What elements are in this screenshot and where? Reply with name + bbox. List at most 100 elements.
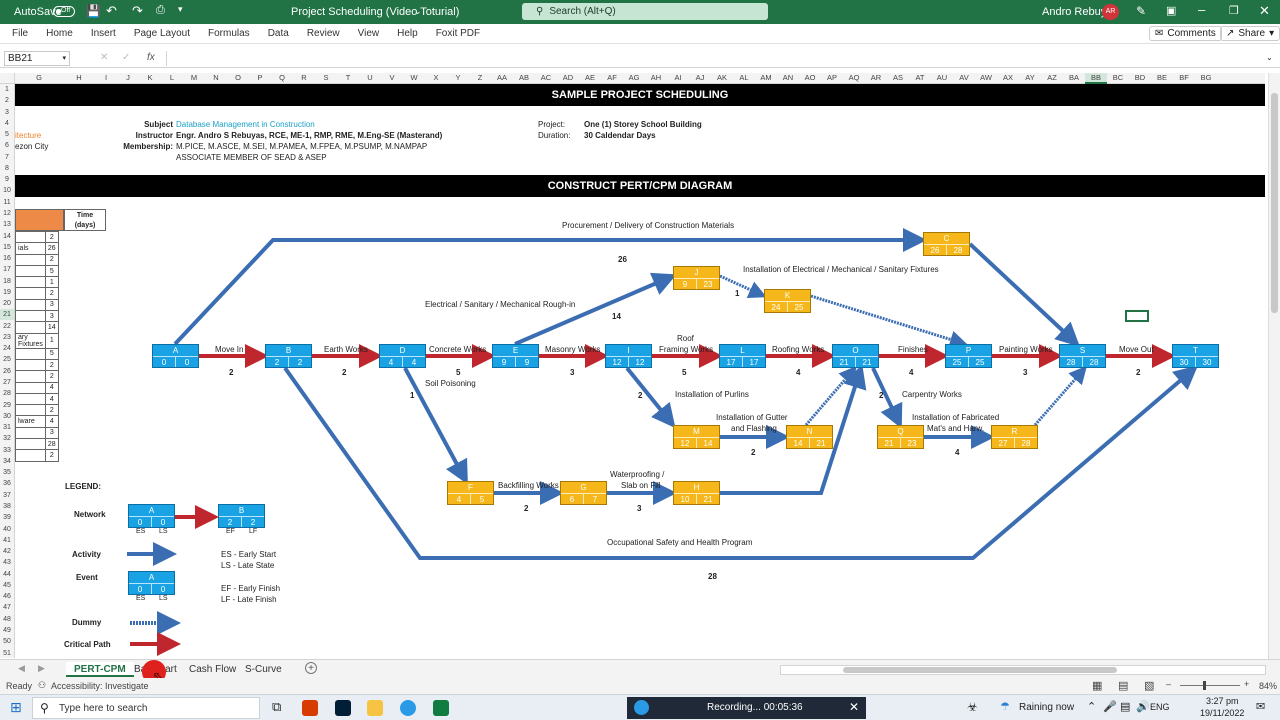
row-header[interactable]: 39 — [3, 514, 11, 522]
column-header[interactable]: H — [76, 73, 82, 82]
column-header[interactable]: BD — [1134, 73, 1146, 82]
row-header[interactable]: 44 — [3, 570, 11, 578]
column-header[interactable]: I — [104, 73, 108, 82]
row-header[interactable]: 19 — [3, 288, 11, 296]
column-header[interactable]: BC — [1112, 73, 1124, 82]
tab-insert[interactable]: Insert — [90, 28, 116, 39]
zoom-out-icon[interactable]: – — [1166, 679, 1172, 689]
vertical-scroll-thumb[interactable] — [1271, 93, 1278, 313]
horizontal-scrollbar[interactable] — [780, 665, 1266, 675]
column-header[interactable]: Z — [477, 73, 483, 82]
column-header[interactable]: AR — [870, 73, 882, 82]
column-header[interactable]: J — [126, 73, 130, 82]
row-header[interactable]: 40 — [3, 525, 11, 533]
row-header[interactable]: 18 — [3, 277, 11, 285]
office-icon[interactable] — [302, 700, 318, 716]
column-header[interactable]: AU — [936, 73, 948, 82]
row-header[interactable]: 46 — [3, 593, 11, 601]
column-header[interactable]: AK — [716, 73, 727, 82]
row-header[interactable]: 33 — [3, 446, 11, 454]
zoom-slider-handle[interactable] — [1203, 681, 1206, 690]
row-header[interactable]: 25 — [3, 356, 11, 364]
next-sheet-icon[interactable]: ▶ — [38, 663, 45, 673]
tab-page-layout[interactable]: Page Layout — [133, 28, 190, 39]
recording-widget[interactable]: Recording... 00:05:36 ✕ — [627, 697, 866, 719]
column-header[interactable]: AM — [760, 73, 772, 82]
column-header[interactable]: AG — [628, 73, 640, 82]
row-header[interactable]: 6 — [5, 142, 9, 150]
row-header[interactable]: 15 — [3, 243, 11, 251]
row-header[interactable]: 22 — [3, 322, 11, 330]
row-header[interactable]: 26 — [3, 367, 11, 375]
row-header[interactable]: 2 — [5, 97, 9, 105]
column-header[interactable]: AH — [650, 73, 662, 82]
task-view-icon[interactable]: ⧉ — [272, 699, 282, 714]
restore-icon[interactable]: ❐ — [1229, 5, 1239, 17]
undo-icon[interactable]: ↶ — [106, 3, 117, 18]
row-header[interactable]: 38 — [3, 502, 11, 510]
vertical-scrollbar[interactable] — [1268, 73, 1280, 659]
minimize-icon[interactable]: – — [1198, 2, 1206, 17]
column-header[interactable]: AD — [562, 73, 574, 82]
save-icon[interactable]: 💾 — [86, 4, 101, 18]
column-header[interactable]: Q — [279, 73, 285, 82]
column-header[interactable]: T — [345, 73, 351, 82]
column-header[interactable]: AQ — [848, 73, 860, 82]
column-header[interactable]: P — [257, 73, 263, 82]
column-header[interactable]: R — [301, 73, 307, 82]
row-header[interactable]: 20 — [3, 300, 11, 308]
windows-start-icon[interactable]: ⊞ — [10, 699, 22, 715]
column-header[interactable]: AX — [1002, 73, 1013, 82]
column-header[interactable]: AP — [826, 73, 837, 82]
photoshop-icon[interactable] — [335, 700, 351, 716]
weather-text[interactable]: Raining now — [1019, 702, 1075, 713]
print-icon[interactable]: ⎙ — [156, 4, 165, 16]
close-icon[interactable]: ✕ — [1259, 3, 1270, 18]
qat-dropdown-icon[interactable]: ▾ — [178, 4, 183, 14]
row-header[interactable]: 10 — [3, 187, 11, 195]
tab-home[interactable]: Home — [46, 28, 73, 39]
sheet-tab-cash-flow[interactable]: Cash Flow — [189, 664, 237, 675]
redo-icon[interactable]: ↷ — [132, 3, 143, 18]
edge-icon[interactable] — [400, 700, 416, 716]
zoom-in-icon[interactable]: + — [1244, 679, 1250, 689]
column-header[interactable]: AS — [892, 73, 903, 82]
close-icon[interactable]: ✕ — [849, 700, 860, 714]
tab-formulas[interactable]: Formulas — [208, 28, 250, 39]
column-header[interactable]: L — [169, 73, 175, 82]
document-title[interactable]: Project Scheduling (Video Toturial) — [291, 6, 460, 18]
row-header[interactable]: 5 — [5, 131, 9, 139]
add-sheet-icon[interactable]: + — [305, 662, 317, 674]
prev-sheet-icon[interactable]: ◀ — [18, 663, 25, 673]
row-header[interactable]: 9 — [5, 176, 9, 184]
column-header[interactable]: Y — [455, 73, 461, 82]
row-header[interactable]: 42 — [3, 548, 11, 556]
tab-file[interactable]: File — [12, 28, 29, 39]
worksheet[interactable]: SAMPLE PROJECT SCHEDULING itecture ezon … — [15, 84, 1265, 658]
column-header[interactable]: O — [235, 73, 241, 82]
row-header[interactable]: 37 — [3, 491, 11, 499]
horizontal-scroll-thumb[interactable] — [843, 667, 1117, 673]
cancel-icon[interactable]: ✕ — [100, 52, 109, 63]
column-header[interactable]: S — [323, 73, 329, 82]
column-header[interactable]: AT — [915, 73, 925, 82]
selected-cell[interactable] — [1125, 310, 1149, 322]
column-header[interactable]: BG — [1200, 73, 1212, 82]
notification-icon[interactable]: ✉ — [1256, 701, 1266, 713]
column-header[interactable]: AY — [1025, 73, 1035, 82]
name-box[interactable]: BB21▾ — [4, 51, 70, 66]
